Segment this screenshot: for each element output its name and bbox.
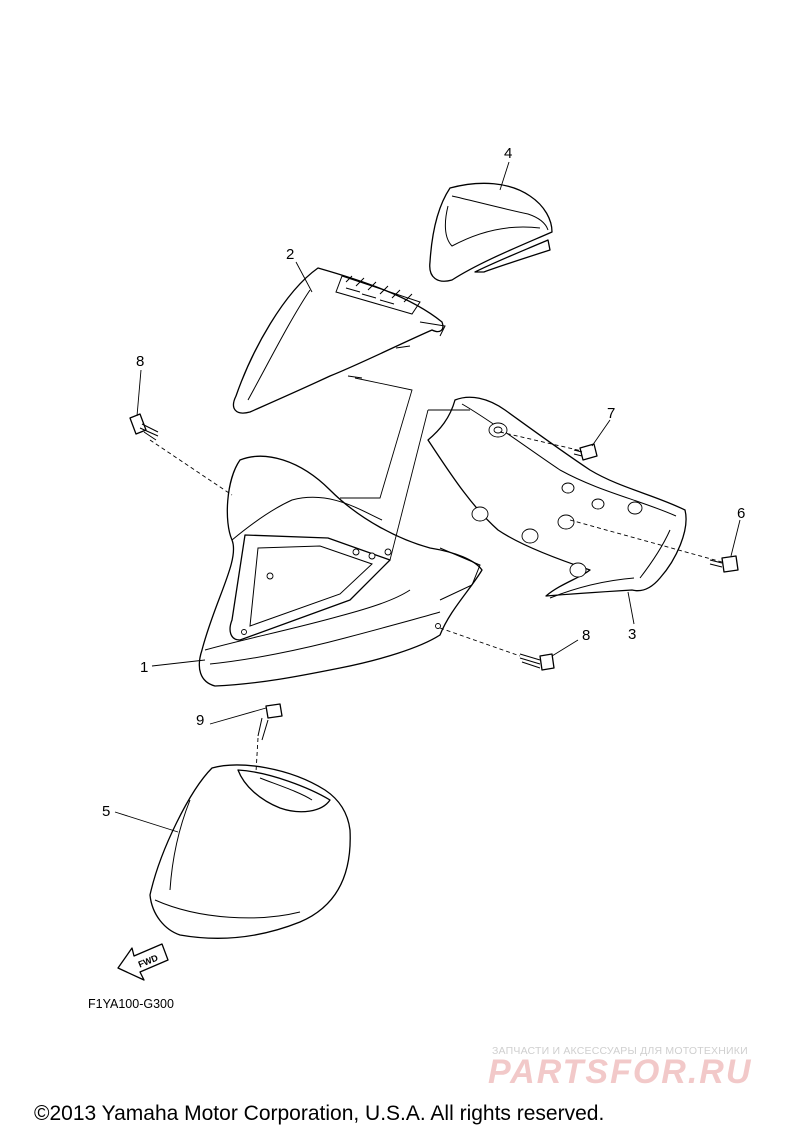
inner-panel-bosses <box>471 422 643 578</box>
callout-8-upper: 8 <box>136 353 144 370</box>
part-front-fender <box>149 764 351 939</box>
alignment-lines <box>149 377 723 773</box>
callout-8-lower: 8 <box>582 627 590 644</box>
part-inner-panel <box>427 396 687 599</box>
fwd-arrow-icon: FWD <box>117 943 169 981</box>
screw-7 <box>573 443 598 461</box>
diagram-code: F1YA100-G300 <box>88 997 174 1011</box>
callout-leaders <box>114 161 741 833</box>
callout-3: 3 <box>628 626 636 643</box>
upper-cover-vent-slots <box>345 275 413 305</box>
callout-1: 1 <box>140 659 148 676</box>
callout-7: 7 <box>607 405 615 422</box>
front-cowl-holes <box>241 548 441 635</box>
screw-6 <box>709 555 739 573</box>
part-visor <box>429 182 553 282</box>
screw-9 <box>257 703 283 741</box>
screw-8-upper <box>129 413 159 441</box>
callout-2: 2 <box>286 246 294 263</box>
callout-5: 5 <box>102 803 110 820</box>
part-upper-cover <box>232 267 446 414</box>
watermark-caption: ЗАПЧАСТИ И АКСЕССУАРЫ ДЛЯ МОТОТЕХНИКИ <box>492 1045 748 1057</box>
callout-4: 4 <box>504 145 512 162</box>
callout-6: 6 <box>737 505 745 522</box>
screw-8-lower <box>519 653 555 671</box>
watermark-logo[interactable]: PARTSFOR.RU <box>488 1053 753 1091</box>
callout-9: 9 <box>196 712 204 729</box>
copyright-notice: ©2013 Yamaha Motor Corporation, U.S.A. A… <box>34 1102 605 1125</box>
part-front-cowl <box>198 455 483 687</box>
